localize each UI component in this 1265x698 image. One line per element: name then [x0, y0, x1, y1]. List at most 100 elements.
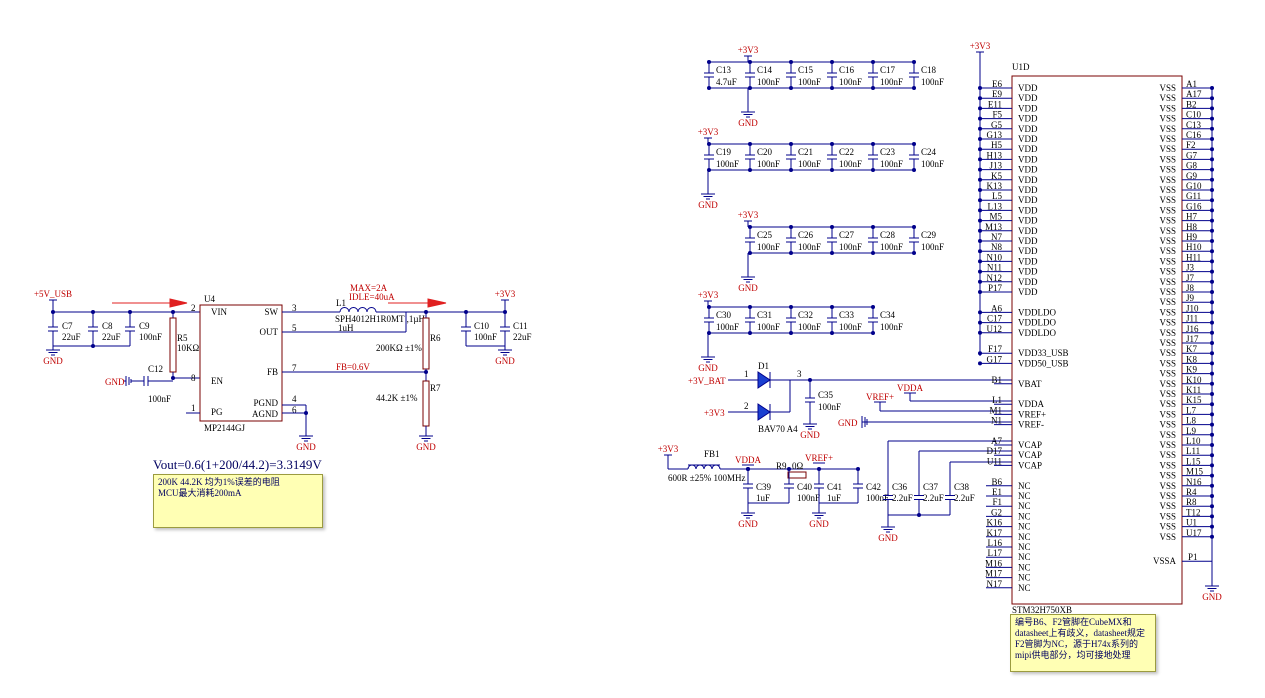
mcu-left-pin-name: NC — [1018, 481, 1031, 491]
mcu-left-pin-num: D17 — [987, 446, 1003, 456]
mcu-left-pin-num: P17 — [988, 283, 1003, 293]
mcu-right-pin-num: K7 — [1186, 344, 1197, 354]
mcu-right-pin-name: VSSA — [1153, 556, 1177, 566]
net-label-vbat: +3V_BAT — [688, 376, 726, 386]
u4-pin-num: 8 — [191, 373, 196, 383]
junction-dot — [748, 60, 752, 64]
junction-dot — [707, 142, 711, 146]
mcu-left-pin-name: VCAP — [1018, 460, 1042, 470]
junction-dot — [707, 305, 711, 309]
junction-dot — [707, 86, 711, 90]
mcu-right-pin-name: VSS — [1159, 267, 1176, 277]
cap-value: 1uF — [827, 493, 841, 503]
cap-ref: C12 — [148, 364, 163, 374]
mcu-left-pin-num: N7 — [991, 232, 1002, 242]
mcu-right-pin-num: P1 — [1188, 552, 1198, 562]
mcu-part: STM32H750XB — [1012, 605, 1072, 615]
mcu-left-pin-num: K13 — [987, 181, 1003, 191]
ferrite-coil — [695, 464, 705, 470]
cap-ref: C24 — [921, 147, 937, 157]
junction-dot — [912, 168, 916, 172]
mcu-right-pin-num: K15 — [1186, 395, 1202, 405]
mcu-right-pin-num: C16 — [1186, 130, 1202, 140]
junction-dot — [912, 142, 916, 146]
idle-current-label: IDLE=40uA — [349, 292, 395, 302]
cap-ref: C36 — [892, 482, 908, 492]
cap-ref: C16 — [839, 65, 855, 75]
mcu-right-pin-name: VSS — [1159, 420, 1176, 430]
mcu-left-pin-name: VDD — [1018, 93, 1038, 103]
junction-dot — [830, 225, 834, 229]
u4-pin-name: VIN — [211, 307, 227, 317]
junction-dot — [978, 116, 982, 121]
junction-dot — [830, 168, 834, 172]
mcu-right-pin-num: J17 — [1186, 334, 1199, 344]
res-value: 200KΩ ±1% — [376, 343, 422, 353]
mcu-right-pin-name: VSS — [1159, 358, 1176, 368]
u4-pin-name: OUT — [260, 327, 279, 337]
junction-dot — [748, 251, 752, 255]
note-line-2: MCU最大消耗200mA — [158, 488, 242, 498]
cap-value: 2.2uF — [923, 493, 944, 503]
cap-value: 100nF — [921, 242, 944, 252]
mcu-right-pin-num: A17 — [1186, 89, 1202, 99]
mcu-left-pin-num: A6 — [991, 303, 1002, 313]
mcu-right-pin-num: K9 — [1186, 365, 1197, 375]
cap-value: 22uF — [513, 332, 532, 342]
mcu-left-pin-num: K16 — [987, 518, 1003, 528]
mcu-right-pin-name: VSS — [1159, 511, 1176, 521]
mcu-right-pin-num: L11 — [1186, 446, 1200, 456]
mcu-right-pin-name: VSS — [1159, 491, 1176, 501]
mcu-right-pin-num: J9 — [1186, 293, 1195, 303]
mcu-left-pin-name: NC — [1018, 562, 1031, 572]
mcu-right-pin-num: G16 — [1186, 201, 1202, 211]
junction-dot — [856, 467, 860, 471]
mcu-right-pin-name: VSS — [1159, 369, 1176, 379]
junction-dot — [830, 142, 834, 146]
mcu-left-pin-name: VDDLDO — [1018, 318, 1056, 328]
junction-dot — [978, 249, 982, 254]
u4-ref: U4 — [204, 294, 215, 304]
mcu-left-pin-name: VDD — [1018, 195, 1038, 205]
cap-ref: C14 — [757, 65, 773, 75]
mcu-right-pin-name: VSS — [1159, 103, 1176, 113]
gnd-label: GND — [738, 118, 758, 128]
mcu-right-pin-num: G10 — [1186, 181, 1202, 191]
mcu-left-pin-num: L16 — [988, 538, 1003, 548]
junction-dot — [748, 305, 752, 309]
mcu-left-pin-name: NC — [1018, 532, 1031, 542]
junction-dot — [978, 126, 982, 131]
junction-dot — [871, 60, 875, 64]
cap-ref: C31 — [757, 310, 772, 320]
junction-dot — [978, 208, 982, 213]
junction-dot — [830, 331, 834, 335]
cap-value: 22uF — [102, 332, 121, 342]
mcu-left-pin-num: N11 — [987, 263, 1002, 273]
mcu-right-pin-num: K11 — [1186, 385, 1201, 395]
cap-ref: C17 — [880, 65, 896, 75]
mcu-left-pin-num: K17 — [987, 528, 1003, 538]
cap-ref: C26 — [798, 230, 814, 240]
cap-ref: C9 — [139, 321, 150, 331]
mcu-left-pin-name: VBAT — [1018, 379, 1042, 389]
mcu-left-pin-num: N10 — [987, 252, 1003, 262]
ferrite-coil — [711, 464, 721, 470]
mcu-left-pin-num: G5 — [991, 120, 1002, 130]
cap-ref: C23 — [880, 147, 896, 157]
inductor-part: SPH4012H1R0MT ,1µH — [335, 314, 426, 324]
mcu-right-pin-num: L10 — [1186, 436, 1201, 446]
resistor-body — [422, 380, 430, 427]
mcu-right-pin-name: VSS — [1159, 532, 1176, 542]
mcu-ref: U1D — [1012, 62, 1030, 72]
junction-dot — [748, 225, 752, 229]
mcu-left-pin-num: K5 — [991, 171, 1002, 181]
power-label: +3V3 — [698, 127, 719, 137]
mcu-right-pin-name: VSS — [1159, 318, 1176, 328]
cap-value: 22uF — [62, 332, 81, 342]
input-arrow — [112, 298, 188, 308]
mcu-left-pin-name: VDD33_USB — [1018, 348, 1069, 358]
junction-dot — [830, 60, 834, 64]
u4-pin-num: 7 — [292, 363, 297, 373]
u4-ic-body — [199, 304, 283, 422]
mcu-right-pin-num: H10 — [1186, 242, 1202, 252]
